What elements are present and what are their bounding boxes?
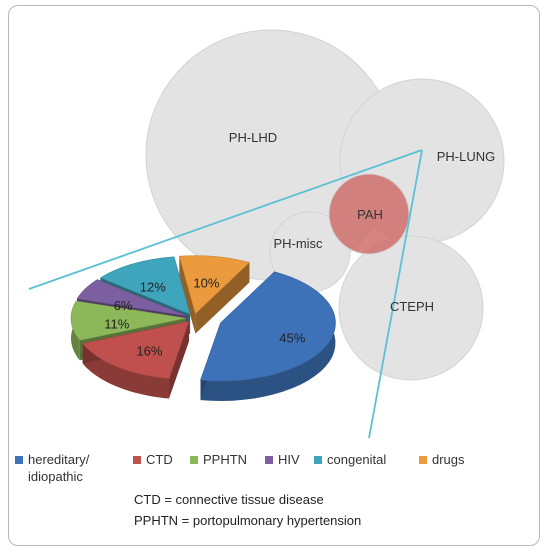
pie-value-label-3: 6% — [114, 298, 133, 313]
pie-legend: hereditary/ idiopathic CTD PPHTN HIV con… — [15, 451, 535, 491]
legend-label-1: CTD — [146, 452, 173, 467]
pie-value-label-5: 10% — [193, 275, 219, 290]
pie-slice-1 — [82, 321, 190, 379]
legend-label-5: drugs — [432, 452, 465, 467]
legend-swatch-5 — [419, 456, 427, 464]
legend-swatch-2 — [190, 456, 198, 464]
pie-slice-4 — [99, 256, 191, 315]
legend-label-3: HIV — [278, 452, 300, 467]
legend-swatch-1 — [133, 456, 141, 464]
connector-line-right — [368, 149, 423, 439]
pie-slice-0 — [200, 271, 336, 382]
bubble-label-ph-lhd: PH-LHD — [229, 130, 277, 145]
pie-side-0 — [200, 271, 336, 401]
pie-slice-2 — [70, 300, 187, 341]
legend-swatch-0 — [15, 456, 23, 464]
legend-item-4: congenital — [314, 451, 386, 468]
pie-value-label-1: 16% — [136, 343, 162, 358]
bubble-cteph — [338, 235, 484, 381]
pie-cut-5-1 — [195, 262, 250, 334]
pie-value-label-4: 12% — [140, 279, 166, 294]
pie-slice-3 — [76, 279, 188, 317]
note-pphtn: PPHTN = portopulmonary hypertension — [134, 513, 362, 528]
bubble-pah — [328, 173, 410, 255]
legend-item-1: CTD — [133, 451, 173, 468]
pie-side-1 — [82, 343, 169, 399]
bubble-label-pah: PAH — [357, 207, 383, 222]
legend-item-0: hereditary/ idiopathic — [15, 451, 89, 485]
legend-label-2: PPHTN — [203, 452, 248, 467]
legend-item-3: HIV — [265, 451, 300, 468]
pie-cut-5-0 — [179, 256, 196, 334]
bubble-label-ph-misc: PH-misc — [273, 236, 323, 251]
pie-value-label-2: 11% — [104, 317, 129, 332]
legend-label-4: congenital — [327, 452, 387, 467]
note-ctd: CTD = connective tissue disease — [134, 492, 324, 507]
legend-item-5: drugs — [419, 451, 465, 468]
legend-swatch-3 — [265, 456, 273, 464]
legend-swatch-4 — [314, 456, 322, 464]
bubble-label-ph-lung: PH-LUNG — [437, 149, 496, 164]
legend-item-2: PPHTN — [190, 451, 247, 468]
bubble-label-cteph: CTEPH — [390, 299, 434, 314]
connector-line-left — [28, 149, 423, 290]
pie-slice-5 — [178, 255, 250, 315]
pie-value-label-0: 45% — [279, 330, 305, 345]
legend-label-0: hereditary/ idiopathic — [28, 452, 90, 484]
abbreviation-notes: CTD = connective tissue disease PPHTN = … — [134, 489, 361, 531]
